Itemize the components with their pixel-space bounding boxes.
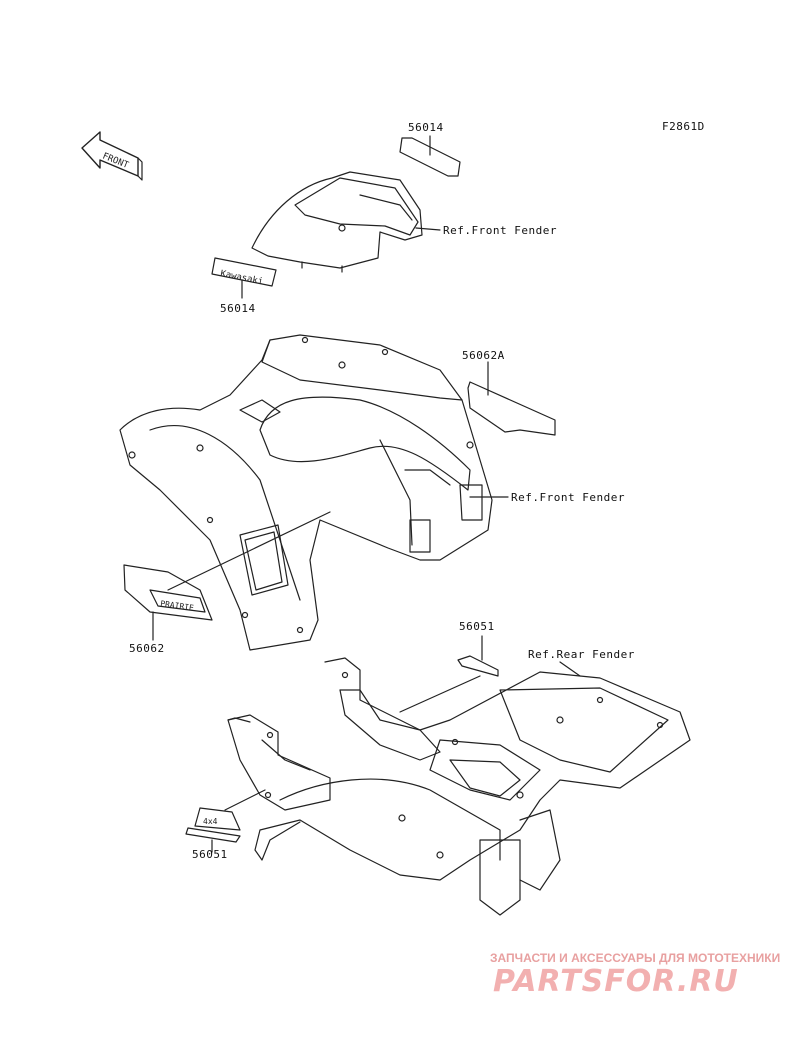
decal-56014-top [399, 135, 461, 177]
ref-front-fender-label-2: Ref.Front Fender [511, 491, 625, 504]
front-fender [251, 171, 441, 273]
decal-56062-prairie: PRAIRIE [123, 511, 331, 641]
rear-fender [227, 657, 691, 916]
part-label-56014-top: 56014 [408, 121, 444, 134]
part-label-56062a: 56062A [462, 349, 505, 362]
part-label-56051-bottom: 56051 [192, 848, 228, 861]
watermark-brand[interactable]: PARTSFOR.RU [493, 964, 739, 999]
figure-code: F2861D [662, 120, 705, 133]
part-label-56051-top: 56051 [459, 620, 495, 633]
part-label-56062: 56062 [129, 642, 165, 655]
ref-front-fender-label-1: Ref.Front Fender [443, 224, 557, 237]
decal-56062a [467, 361, 556, 436]
front-body-panel [119, 334, 493, 651]
watermark-tagline: ЗАПЧАСТИ И АКСЕССУАРЫ ДЛЯ МОТОТЕХНИКИ [490, 951, 781, 965]
ref-rear-fender-label: Ref.Rear Fender [528, 648, 635, 661]
decal-56051-4x4: 4x4 [185, 789, 266, 853]
part-label-56014-left: 56014 [220, 302, 256, 315]
4x4-decal-text: 4x4 [203, 817, 218, 826]
prairie-decal-text: PRAIRIE [160, 599, 195, 613]
decal-kawasaki-56014: Kawasaki [211, 257, 277, 299]
decal-56051-top [457, 635, 499, 677]
front-direction-arrow: FRONT [81, 131, 143, 181]
front-arrow-text: FRONT [101, 152, 130, 172]
